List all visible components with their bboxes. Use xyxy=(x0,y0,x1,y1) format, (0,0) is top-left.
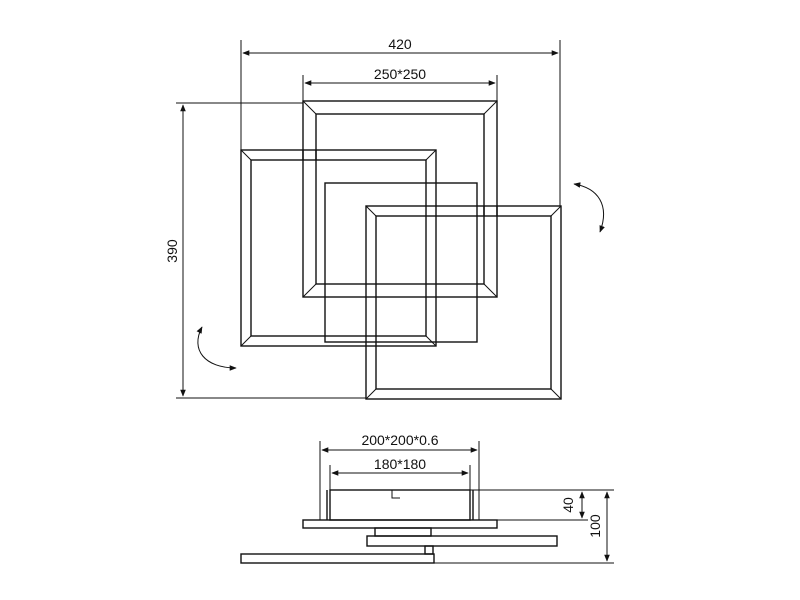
frame-spacer-lower xyxy=(424,545,434,555)
inner-size-label: 180*180 xyxy=(374,456,426,472)
rotate-arrow-icon-right xyxy=(573,182,605,233)
left-square-frame xyxy=(240,149,437,347)
total-height-dimension: 100 xyxy=(434,489,614,564)
base-size-label: 200*200*0.6 xyxy=(361,432,438,448)
interlock-overlaps xyxy=(302,150,498,216)
base-size-dimension: 200*200*0.6 xyxy=(319,432,480,520)
base-box xyxy=(329,489,471,521)
base-height-dimension: 40 xyxy=(470,489,588,521)
base-height-label: 40 xyxy=(560,497,576,513)
overall-width-label: 420 xyxy=(388,36,412,52)
frame-spacer xyxy=(374,527,432,537)
total-height-label: 100 xyxy=(587,514,603,538)
rotate-arrow-icon-left xyxy=(196,326,237,371)
right-square-frame xyxy=(365,205,562,400)
overall-width-dimension: 420 xyxy=(240,36,561,206)
frame-layer-middle xyxy=(366,535,558,547)
top-square-frame xyxy=(302,100,498,298)
frame-size-label: 250*250 xyxy=(374,66,426,82)
mounting-base-plate xyxy=(324,182,478,343)
inner-size-dimension: 180*180 xyxy=(329,456,471,490)
mounting-slot xyxy=(391,490,400,499)
frame-layer-top xyxy=(302,519,498,529)
top-view: 420 250*250 390 xyxy=(164,36,605,400)
overall-height-dimension: 390 xyxy=(164,102,366,399)
overall-height-label: 390 xyxy=(164,239,180,263)
frame-layer-bottom xyxy=(240,553,435,564)
frame-size-dimension: 250*250 xyxy=(302,66,498,101)
side-view: 200*200*0.6 180*180 40 xyxy=(240,432,614,564)
